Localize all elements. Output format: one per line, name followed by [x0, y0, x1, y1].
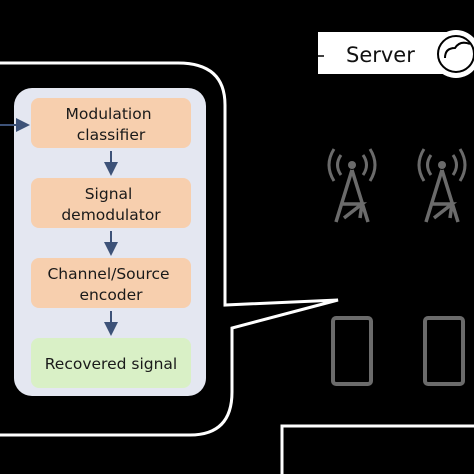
channel-source-encoder-line-2: encoder	[79, 286, 143, 304]
svg-text:Recovered signal: Recovered signal	[45, 355, 178, 373]
server-node: Server	[318, 30, 474, 78]
modulation-classifier-line-2: classifier	[77, 126, 146, 144]
svg-text:Channel/Source encoder: Channel/Source encoder	[47, 265, 174, 304]
phone-icon	[331, 316, 373, 386]
channel-source-encoder-line-1: Channel/Source	[47, 265, 169, 283]
channel-source-encoder-box: Channel/Source encoder	[31, 258, 191, 308]
bottom-bar-outline	[280, 424, 474, 474]
modulation-classifier-line-1: Modulation	[66, 105, 152, 123]
server-label: Server	[346, 43, 415, 67]
recovered-signal-label: Recovered signal	[45, 355, 178, 373]
phone-icon	[423, 316, 465, 386]
cell-tower-icon	[327, 148, 377, 223]
svg-text:Signal demodulator: Signal demodulator	[61, 185, 161, 224]
signal-demodulator-line-1: Signal	[85, 185, 133, 203]
svg-text:Modulation classifier: Modulation classifier	[66, 105, 157, 144]
cell-tower-icon	[417, 148, 467, 223]
signal-demodulator-line-2: demodulator	[61, 206, 161, 224]
modulation-classifier-box: Modulation classifier	[31, 98, 191, 148]
signal-demodulator-box: Signal demodulator	[31, 178, 191, 228]
cloud-icon	[432, 30, 474, 78]
recovered-signal-box: Recovered signal	[31, 338, 191, 388]
speech-bubble-outline	[0, 61, 339, 437]
